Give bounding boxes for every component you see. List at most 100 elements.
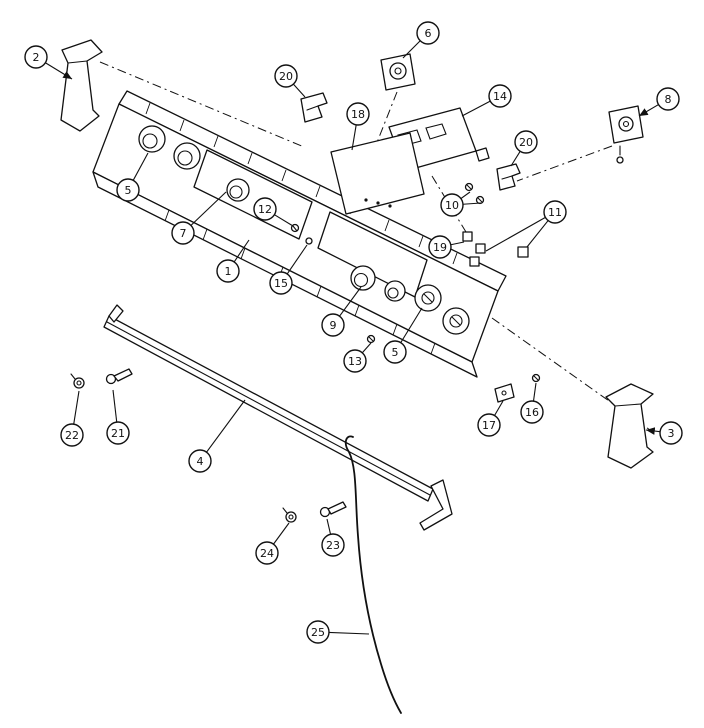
screw-16-slot	[533, 375, 539, 381]
callout-23-label: 23	[326, 539, 340, 552]
switch-right-screw	[616, 156, 624, 164]
clip-22-inner	[76, 380, 82, 386]
callout-11: 11	[485, 200, 567, 252]
callout-13-leader	[361, 342, 372, 354]
callout-19-label: 19	[433, 241, 447, 254]
callout-6-label: 6	[425, 27, 432, 40]
callout-5-right: 5	[383, 307, 423, 364]
callout-8-circle	[656, 87, 680, 111]
callout-5-right-label: 5	[392, 346, 399, 359]
callout-2: 2	[24, 45, 73, 80]
clip-21-head	[105, 373, 117, 385]
callout-12-leader	[274, 214, 294, 227]
screw-12-slot	[292, 225, 298, 232]
part-bracket-top	[300, 92, 328, 123]
callout-8-label: 8	[665, 93, 672, 106]
callout-7: 7	[171, 191, 227, 245]
trim-strip-left-hook	[108, 304, 124, 323]
part-end-cap-left	[60, 39, 103, 132]
callout-9-label: 9	[330, 319, 337, 332]
trim-strip-edge	[106, 321, 431, 496]
callout-11-label: 11	[548, 206, 562, 219]
callout-24: 24	[255, 522, 290, 565]
callout-8-leader	[638, 104, 659, 117]
screw-15	[305, 237, 313, 245]
clip-23-arm	[327, 501, 347, 515]
clip-24-head	[285, 511, 297, 523]
callout-15-leader	[286, 244, 308, 275]
clock-side-tab	[475, 147, 490, 162]
knob-opening-2	[173, 142, 201, 170]
end-cap-right-body	[605, 383, 654, 469]
callout-3-leader	[645, 427, 661, 435]
callout-11-leader	[485, 216, 546, 252]
part-wire-harness	[344, 435, 402, 714]
callout-1: 1	[216, 239, 250, 283]
part-switch-top	[380, 53, 416, 91]
terminal-block-3	[469, 256, 480, 267]
callout-17-leader	[494, 400, 504, 416]
callout-20-top-leader	[292, 83, 306, 98]
bracket-top-fold	[306, 105, 319, 111]
callout-13-label: 13	[348, 355, 362, 368]
callout-2-leader	[45, 62, 73, 80]
callout-15-circle	[269, 271, 293, 295]
callout-18-label: 18	[351, 108, 365, 121]
dash-line-left-cap	[99, 61, 305, 148]
knob-opening-5-inner	[387, 287, 399, 299]
glass-dot-3	[388, 204, 392, 208]
callout-24-leader	[273, 522, 290, 545]
callout-21-circle	[106, 421, 130, 445]
terminal-block-4	[517, 246, 529, 258]
clip-24-inner	[288, 514, 294, 520]
callout-22-leader	[73, 390, 80, 425]
callout-18: 18	[346, 102, 370, 151]
end-cap-left-body	[60, 39, 103, 132]
callout-3-circle	[659, 421, 683, 445]
screw-10a-slot	[466, 184, 472, 190]
callout-5-left-label: 5	[125, 184, 132, 197]
clip-24-tail	[282, 507, 288, 514]
callout-25-label: 25	[311, 626, 325, 639]
callout-22-circle	[60, 423, 84, 447]
knob-opening-5	[384, 280, 406, 302]
callout-6: 6	[402, 21, 440, 59]
callout-20-right-leader	[510, 151, 521, 167]
clock-window-2	[425, 123, 447, 140]
callout-5-right-leader	[400, 307, 423, 343]
callout-20-top-circle	[274, 64, 298, 88]
callout-25-leader	[328, 631, 370, 635]
callout-20-right-label: 20	[519, 136, 533, 149]
glass-panel-body	[330, 132, 425, 215]
bracket-right-fold	[501, 175, 513, 180]
knob-opening-1-inner	[142, 133, 158, 149]
end-cap-left-fold	[67, 60, 88, 64]
glass-dot-1	[364, 198, 368, 202]
callout-16-label: 16	[525, 406, 539, 419]
callout-13: 13	[343, 342, 372, 373]
callout-3-label: 3	[668, 427, 675, 440]
callout-2-circle	[24, 45, 48, 69]
callout-24-label: 24	[260, 547, 274, 560]
knob-opening-4-inner	[353, 272, 369, 288]
trim-strip-right-hook	[419, 479, 453, 531]
callout-10-leader	[460, 191, 471, 200]
callout-25-circle	[306, 620, 330, 644]
part-terminal-blocks	[462, 231, 529, 267]
burner-knob-1-hub	[421, 291, 435, 305]
callout-4-label: 4	[197, 455, 204, 468]
callout-10: 10	[440, 191, 482, 217]
callout-12-circle	[253, 197, 277, 221]
part-clip-24	[282, 507, 297, 523]
callout-3: 3	[645, 421, 683, 445]
callout-4-leader	[206, 399, 246, 453]
callout-8: 8	[638, 87, 680, 117]
part-end-cap-right	[605, 383, 654, 469]
callout-14: 14	[461, 84, 512, 117]
callout-13-circle	[343, 349, 367, 373]
bracket-17-body	[494, 383, 515, 403]
callout-20-right-circle	[514, 130, 538, 154]
callout-5-left-leader	[132, 152, 149, 181]
wire-harness-path	[344, 435, 402, 714]
